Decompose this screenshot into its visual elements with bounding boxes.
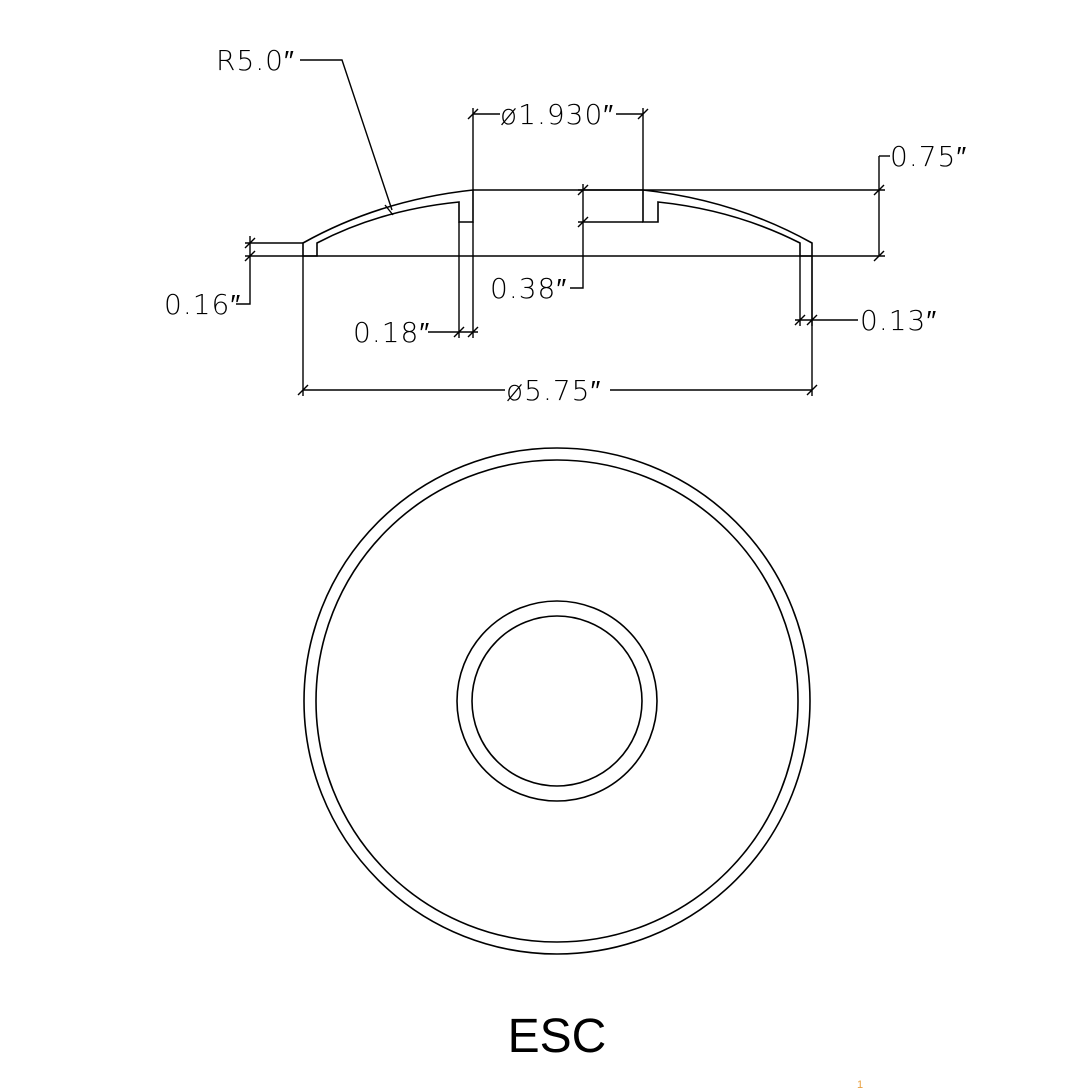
- rim-tick-b: [244, 250, 256, 262]
- rim-height-label: 0.16″: [164, 288, 241, 321]
- hub-inner-circle: [471, 615, 643, 787]
- outer-diameter-label: ø5.75″: [506, 374, 601, 407]
- radius-leader: [300, 59, 393, 211]
- inner-diameter-label: ø1.930″: [500, 98, 614, 131]
- inner-wall-tick-r: [467, 326, 479, 338]
- rim-tick-t: [244, 237, 256, 249]
- drawing-title: ESC: [508, 1010, 607, 1063]
- radius-tick: [384, 204, 394, 216]
- outer-wall-tick-l: [794, 314, 806, 326]
- profile-left-outer: [302, 189, 474, 257]
- rim-leader: [236, 236, 251, 305]
- radius-label: R5.0″: [216, 44, 295, 77]
- inner-depth-label: 0.38″: [490, 272, 567, 305]
- outer-inner-circle: [315, 459, 799, 943]
- outer-dia-tick-r: [806, 384, 818, 396]
- page-marker: 1: [857, 1079, 863, 1090]
- depth-tick-b: [577, 216, 589, 228]
- depth-leader: [570, 184, 584, 289]
- hub-outer-circle: [456, 600, 658, 802]
- depth-tick-t: [577, 184, 589, 196]
- outer-wall-label: 0.13″: [860, 304, 937, 337]
- top-view: [303, 447, 811, 955]
- side-view: R5.0″ ø1.930″ 0.75″ 0.16″ 0.38″ 0.18″ 0.…: [164, 44, 967, 407]
- height-label: 0.75″: [890, 140, 967, 173]
- inner-dia-tick-l: [467, 108, 479, 120]
- height-tick-b: [873, 250, 885, 262]
- inner-wall-tick-l: [453, 326, 465, 338]
- height-tick-t: [873, 184, 885, 196]
- profile-right-outer: [642, 189, 813, 257]
- outer-dia-tick-l: [297, 384, 309, 396]
- outer-circle: [303, 447, 811, 955]
- inner-dia-tick-r: [637, 108, 649, 120]
- inner-wall-label: 0.18″: [353, 316, 430, 349]
